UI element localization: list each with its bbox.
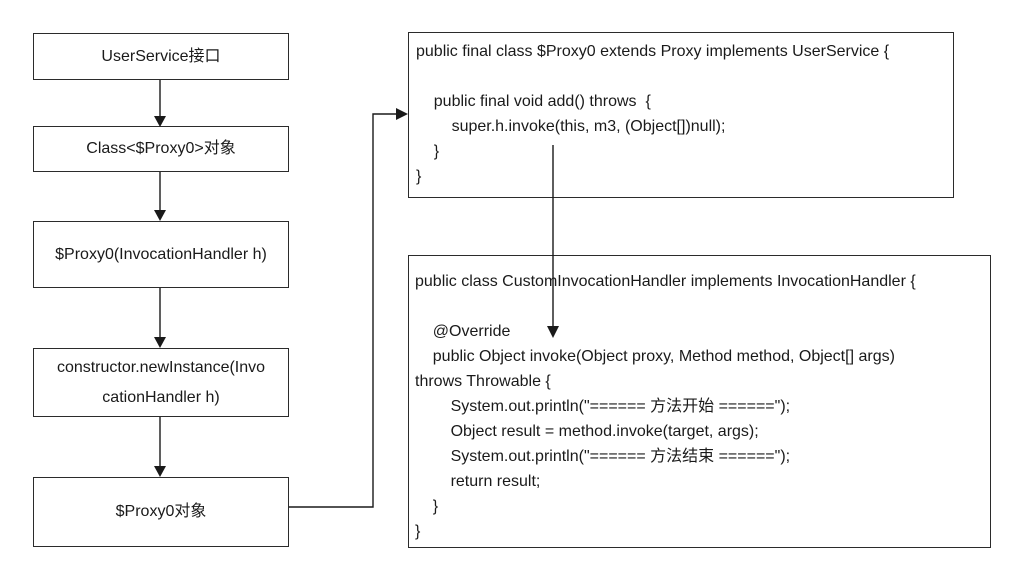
- code-line: Object result = method.invoke(target, ar…: [415, 423, 759, 440]
- arrowhead-down-icon: [154, 466, 166, 477]
- code-line: @Override: [415, 323, 511, 340]
- node-proxy0-instance: $Proxy0对象: [33, 477, 289, 547]
- code-line: public class CustomInvocationHandler imp…: [415, 273, 916, 290]
- code-line: public final void add() throws {: [416, 93, 651, 110]
- code-line: super.h.invoke(this, m3, (Object[])null)…: [416, 118, 726, 135]
- code-line: System.out.println("====== 方法结束 ======")…: [415, 448, 791, 465]
- node-userservice-interface: UserService接口: [33, 33, 289, 80]
- node-label: $Proxy0(InvocationHandler h): [55, 245, 267, 263]
- code-line: return result;: [415, 473, 541, 490]
- code-box-invocation-handler: public class CustomInvocationHandler imp…: [408, 255, 991, 548]
- arrow-node4-to-node5: [154, 417, 166, 477]
- code-line: public Object invoke(Object proxy, Metho…: [415, 348, 895, 365]
- code-line: [415, 294, 982, 319]
- code-line: }: [415, 523, 421, 540]
- code-line: }: [416, 143, 440, 160]
- arrowhead-right-icon: [396, 108, 408, 120]
- code-line: throws Throwable {: [415, 373, 551, 390]
- code-line: [416, 64, 945, 89]
- arrow-node2-to-node3: [154, 172, 166, 221]
- node-label: UserService接口: [101, 47, 221, 65]
- node-constructor-newinstance: constructor.newInstance(Invo cationHandl…: [33, 348, 289, 417]
- node-class-proxy0-object: Class<$Proxy0>对象: [33, 126, 289, 172]
- node-label: $Proxy0对象: [115, 503, 207, 520]
- arrow-node1-to-node2: [154, 80, 166, 127]
- arrow-node3-to-node4: [154, 288, 166, 348]
- node-label-line-2: cationHandler h): [102, 388, 220, 406]
- arrowhead-down-icon: [154, 337, 166, 348]
- connector-node5-to-proxy-class: [289, 108, 408, 508]
- node-label-line-1: constructor.newInstance(Invo: [56, 358, 266, 376]
- code-box-proxy-class: public final class $Proxy0 extends Proxy…: [408, 32, 954, 198]
- code-line: System.out.println("====== 方法开始 ======")…: [415, 398, 791, 415]
- code-line: }: [416, 168, 422, 185]
- code-line: }: [415, 498, 439, 515]
- node-proxy0-constructor: $Proxy0(InvocationHandler h): [33, 221, 289, 288]
- code-line: public final class $Proxy0 extends Proxy…: [416, 43, 890, 60]
- arrowhead-down-icon: [154, 210, 166, 221]
- node-label: Class<$Proxy0>对象: [86, 140, 236, 157]
